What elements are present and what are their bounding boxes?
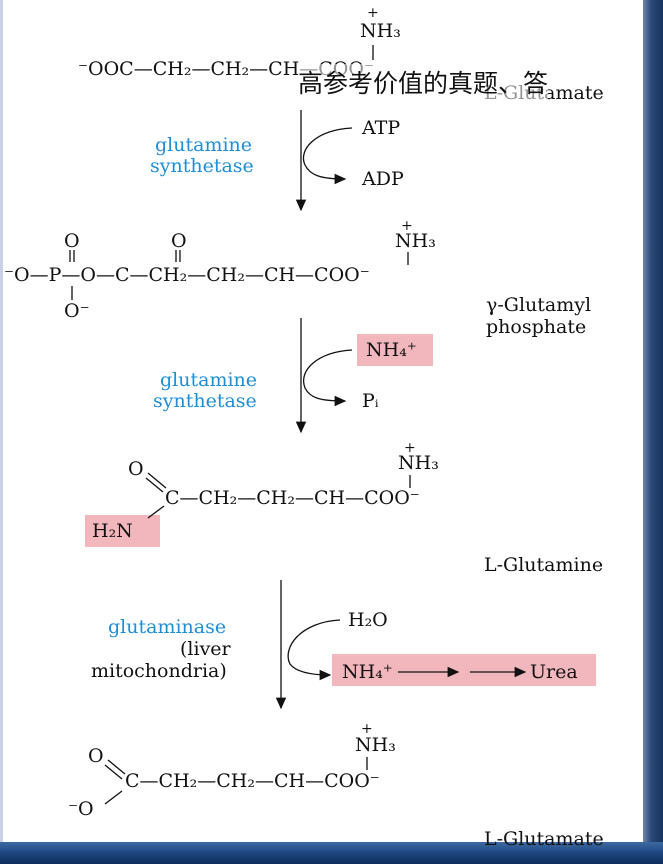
step2-enzyme-line2: synthetase [153,390,257,412]
step2-output-phosphate: Pᵢ [362,390,379,412]
ammonium-highlight-step2 [357,334,433,366]
step1-enzyme-line2: synthetase [150,155,254,177]
carbonyl-oxo: O [171,230,187,252]
watermark-text: 高参考价值的真题、答 [298,64,549,100]
glutamate-top-amino: NH₃ [360,20,401,42]
glutamate-bottom-oxo: O [88,745,104,767]
step2-input-ammonium: NH₄⁺ [366,339,417,361]
step3-enzyme-line1: glutaminase [108,616,227,638]
glutamate-bottom-charge: + [361,721,373,737]
step1-output: ADP [362,168,404,190]
glutamate-bottom-o-minus: ⁻O [68,798,94,820]
glutamine-oxo: O [128,458,144,480]
slide-bottom-band [0,842,663,864]
glutamine-chain: C—CH₂—CH₂—CH—COO⁻ [165,487,420,509]
glutamate-bottom-chain: C—CH₂—CH₂—CH—COO⁻ [125,770,380,792]
step2-enzyme-line1: glutamine [160,369,258,391]
glutamine-amino: NH₃ [398,452,439,474]
step3-output-ammonium: NH₄⁺ [342,661,393,683]
glutamyl-phosphate-name-1: γ-Glutamyl [486,294,592,316]
glutamyl-phosphate-chain: ⁻O—P—O—C—CH₂—CH₂—CH—COO⁻ [4,264,370,286]
step1-enzyme-line1: glutamine [155,134,253,156]
step3-input-water: H₂O [348,609,388,631]
amide-highlight [85,515,160,547]
glutamyl-phosphate-charge: + [401,218,413,234]
slide-right-edge [643,0,663,864]
step1-input: ATP [362,117,401,139]
glutamate-bottom-amino: NH₃ [355,734,396,756]
phosphate-oxo: O [64,230,80,252]
glutamine-charge: + [404,440,416,456]
glutamate-bottom-name: L-Glutamate [484,828,604,850]
phosphate-o-minus: O⁻ [64,300,90,322]
step3-output-urea: Urea [530,661,578,683]
glutamyl-phosphate-amino: NH₃ [395,230,436,252]
glutamine-amide: H₂N [92,520,133,542]
step3-enzyme-line2: (liver [180,638,231,660]
glutamate-top-charge: + [367,5,379,21]
ammonium-urea-highlight [332,654,596,686]
left-border [0,0,3,864]
glutamyl-phosphate-name-2: phosphate [486,316,587,338]
glutamine-name: L-Glutamine [484,554,604,576]
step3-enzyme-line3: mitochondria) [91,660,227,682]
